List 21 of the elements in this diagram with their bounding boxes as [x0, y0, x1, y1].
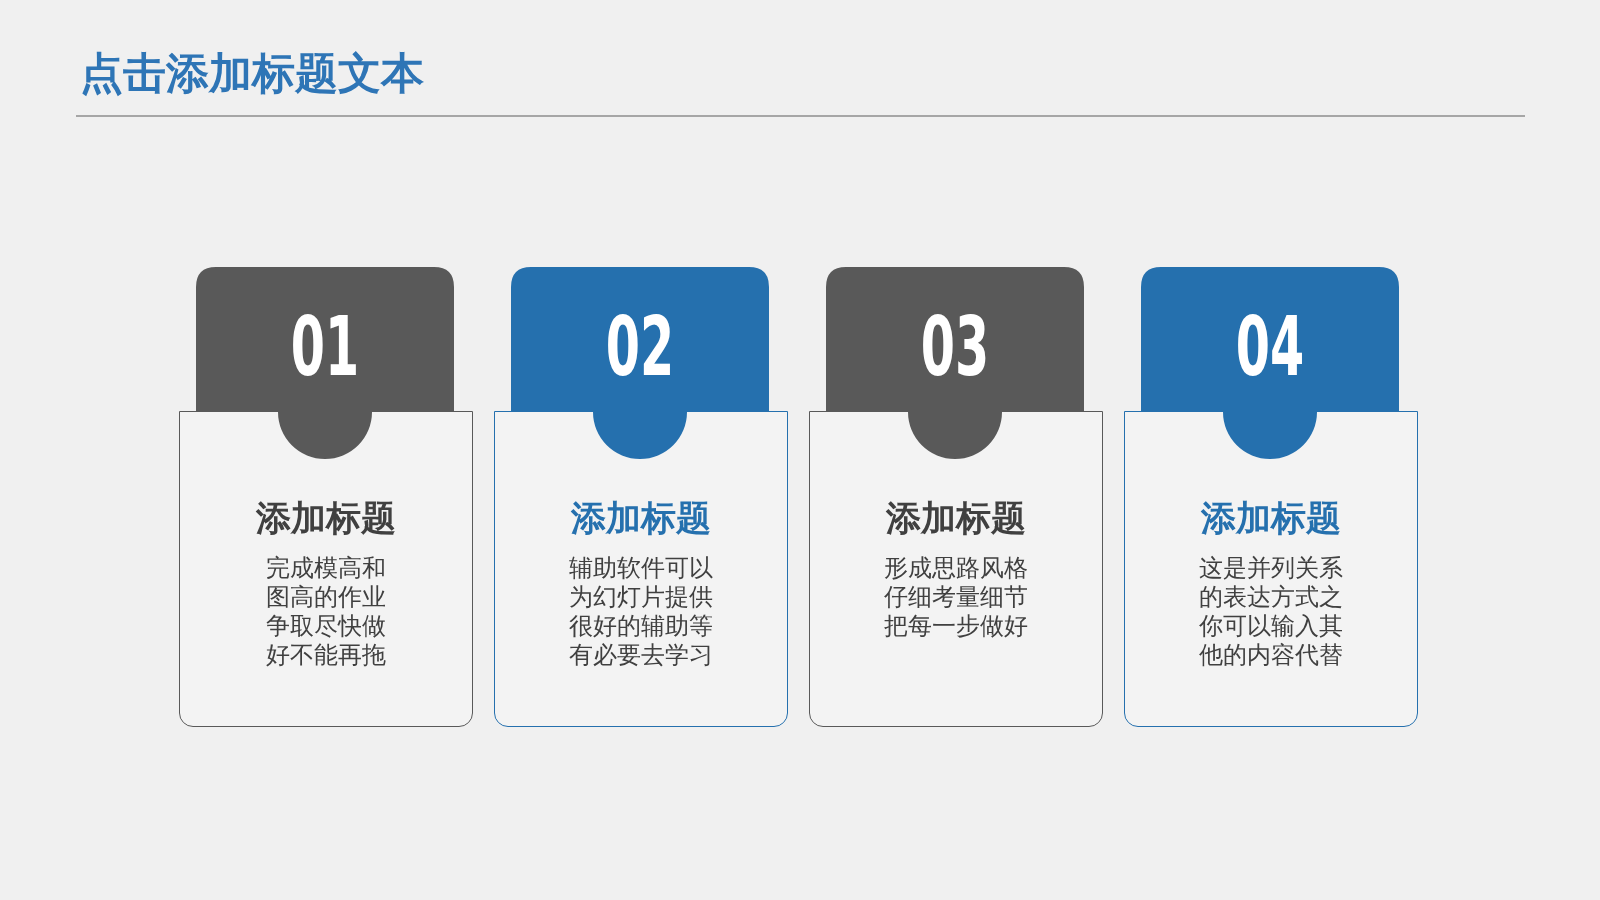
page-title: 点击添加标题文本	[80, 50, 424, 96]
card-title: 添加标题	[571, 499, 711, 537]
step-number: 04	[1235, 315, 1305, 379]
card-text: 辅助软件可以为幻灯片提供很好的辅助等有必要去学习	[569, 553, 713, 669]
number-tab	[196, 267, 454, 459]
text-card	[809, 411, 1103, 727]
step-number: 02	[605, 315, 675, 379]
card-text: 形成思路风格仔细考量细节把每一步做好	[884, 553, 1028, 640]
card-title: 添加标题	[256, 499, 396, 537]
step-number: 01	[290, 315, 360, 379]
number-tab	[1141, 267, 1399, 459]
text-card	[494, 411, 788, 727]
step-number: 03	[920, 315, 990, 379]
text-card	[1124, 411, 1418, 727]
card-title: 添加标题	[886, 499, 1026, 537]
number-tab	[826, 267, 1084, 459]
card-text: 这是并列关系的表达方式之你可以输入其他的内容代替	[1199, 553, 1343, 669]
card-text: 完成模高和图高的作业争取尽快做好不能再拖	[266, 553, 386, 669]
card-title: 添加标题	[1201, 499, 1341, 537]
text-card	[179, 411, 473, 727]
number-tab	[511, 267, 769, 459]
